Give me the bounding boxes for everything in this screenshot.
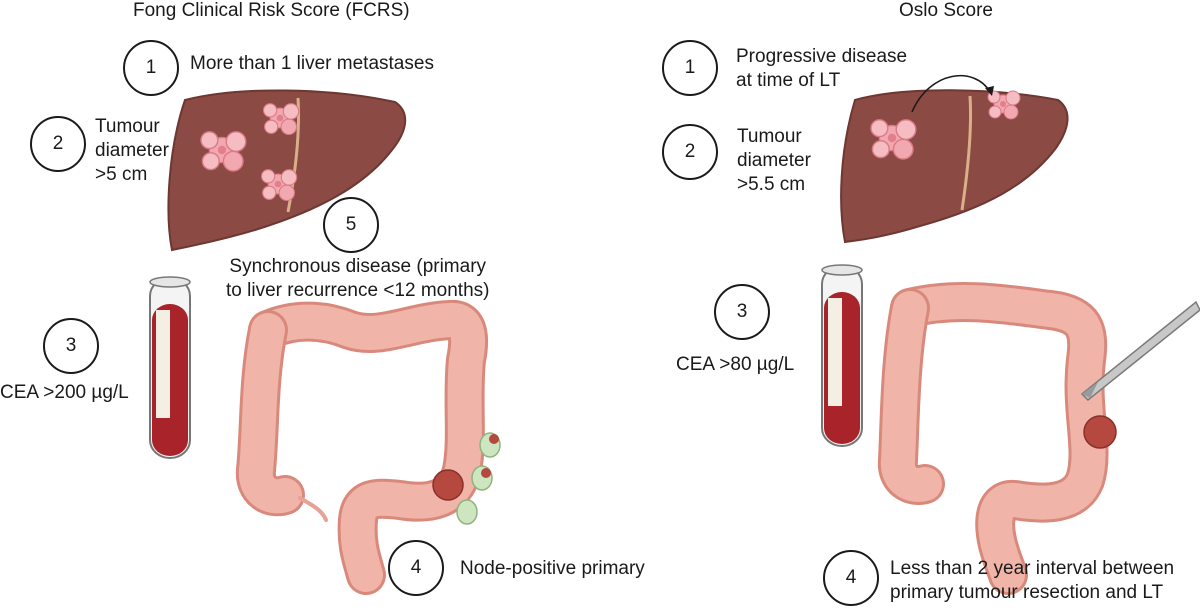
progression-arrow [911, 75, 991, 113]
criterion-number: 1 [684, 57, 696, 78]
criterion-number-circle: 1 [123, 40, 179, 96]
fcrs-title: Fong Clinical Risk Score (FCRS) [133, 0, 410, 21]
primary-tumour-icon [432, 469, 464, 501]
criterion-number: 3 [736, 301, 748, 322]
criterion-label: Less than 2 year interval between primar… [890, 558, 1175, 603]
primary-tumour-icon [1083, 415, 1117, 449]
criterion-label: Synchronous disease (primary to liver re… [226, 256, 490, 301]
left-colon [235, 300, 488, 595]
criterion-number-circle: 5 [323, 197, 379, 253]
criterion-label: More than 1 liver metastases [190, 53, 434, 74]
criterion-number-circle: 2 [662, 124, 718, 180]
right-colon [877, 282, 1109, 595]
left-liver [167, 89, 407, 252]
criterion-number: 5 [345, 214, 357, 235]
criterion-number-circle: 1 [662, 40, 718, 96]
criterion-number: 2 [684, 141, 696, 162]
blood-tube-icon [149, 276, 191, 459]
blood-tube-icon [821, 264, 863, 447]
scalpel-icon [1080, 300, 1200, 402]
criterion-number: 3 [65, 335, 77, 356]
criterion-label: CEA >80 µg/L [676, 354, 795, 375]
criterion-label: CEA >200 µg/L [0, 382, 129, 403]
criterion-label: Progressive disease at time of LT [736, 46, 908, 91]
criterion-number-circle: 2 [30, 116, 86, 172]
criterion-number: 2 [52, 133, 64, 154]
lymph-nodes [456, 432, 501, 525]
arrowhead-icon [985, 86, 994, 96]
criterion-number: 4 [410, 557, 422, 578]
criterion-number: 1 [145, 57, 157, 78]
criterion-label: Tumour diameter >5.5 cm [737, 126, 811, 195]
criterion-number-circle: 4 [388, 540, 444, 596]
criterion-number: 4 [845, 567, 857, 588]
criterion-label: Tumour diameter >5 cm [95, 116, 169, 185]
criterion-label: Node-positive primary [460, 558, 645, 579]
criterion-number-circle: 3 [714, 284, 770, 340]
criterion-number-circle: 4 [823, 550, 879, 606]
criterion-number-circle: 3 [43, 318, 99, 374]
oslo-title: Oslo Score [899, 0, 993, 21]
right-liver [840, 75, 1069, 244]
